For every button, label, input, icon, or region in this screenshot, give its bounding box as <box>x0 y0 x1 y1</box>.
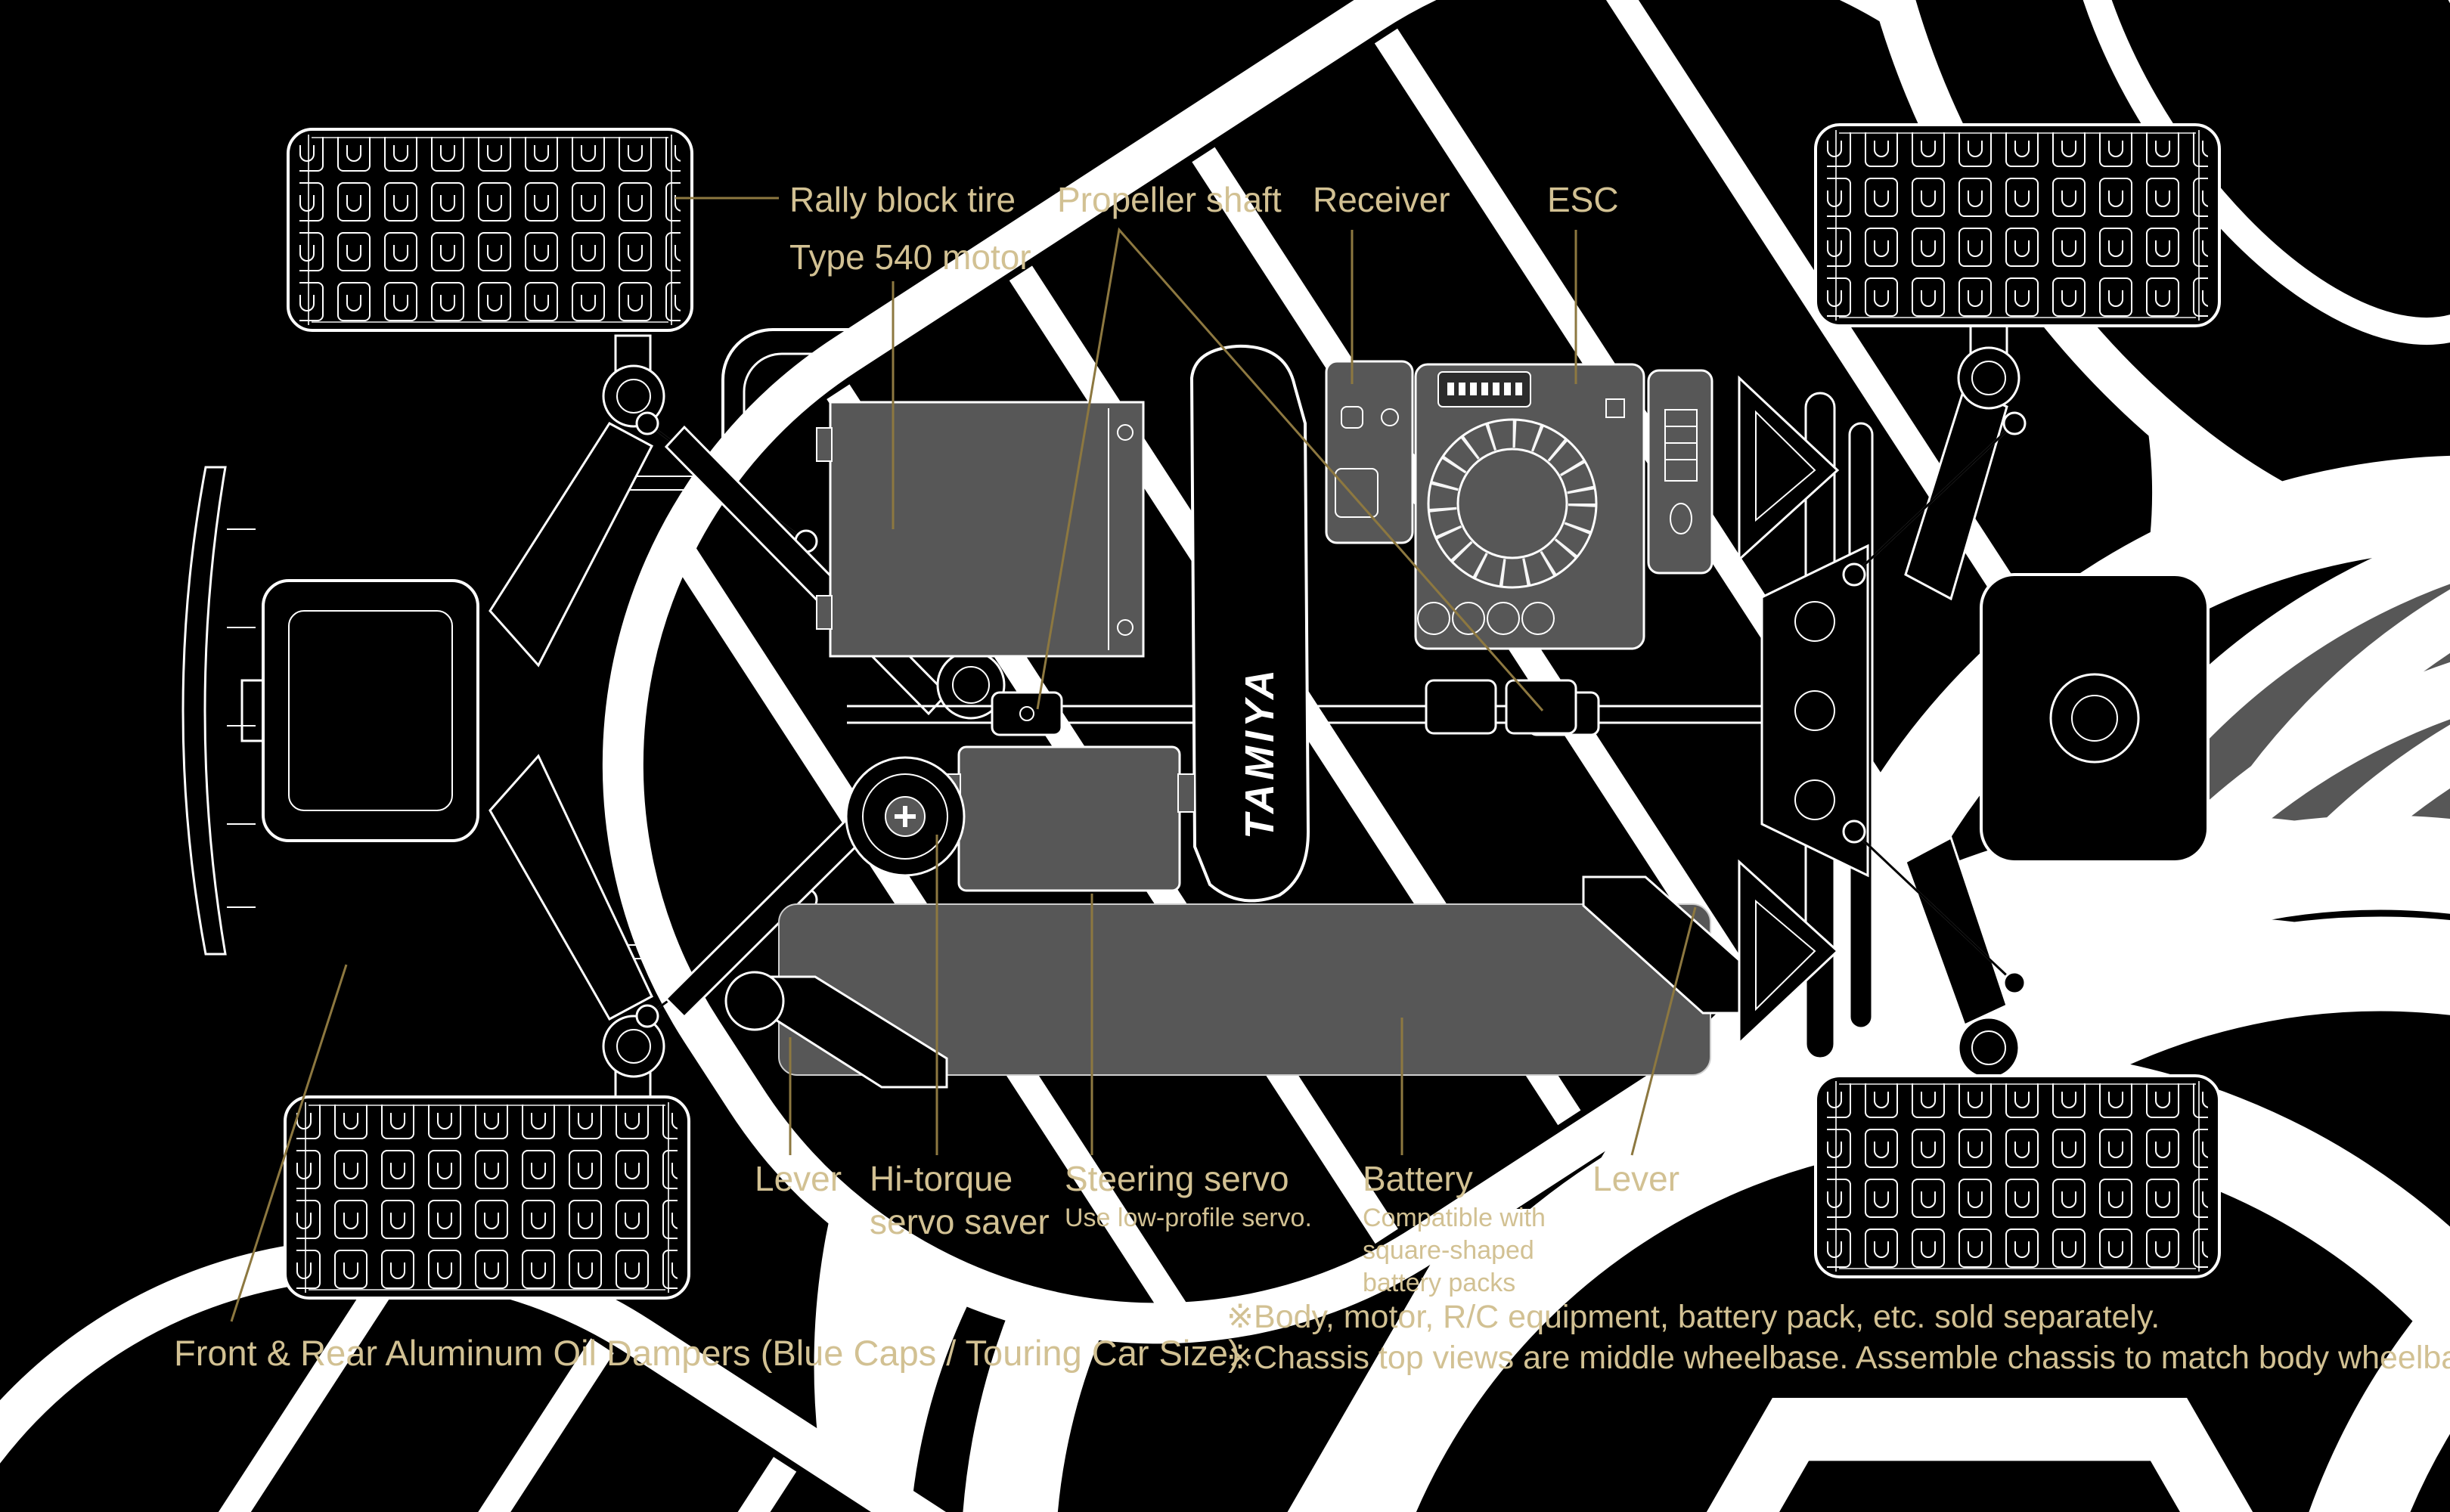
callout-labels: Rally block tire Type 540 motor Propelle… <box>174 180 1679 1373</box>
label-lever-right: Lever <box>1592 1159 1679 1198</box>
label-esc: ESC <box>1547 180 1619 219</box>
rear-gearbox <box>1980 573 2210 863</box>
label-battery-note-line2: square-shaped <box>1363 1236 1534 1265</box>
footnotes: ※Body, motor, R/C equipment, battery pac… <box>1227 1299 2450 1376</box>
label-rally-block-tire: Rally block tire <box>789 180 1016 219</box>
label-dampers: Front & Rear Aluminum Oil Dampers (Blue … <box>174 1333 1240 1373</box>
tire-rear-left <box>284 1095 690 1300</box>
front-left-upright <box>602 334 665 428</box>
leader-propeller-shaft <box>1036 227 1544 711</box>
leader-dampers <box>230 964 348 1322</box>
tire-rear-right <box>1814 1074 2221 1278</box>
leader-lines <box>230 197 1697 1322</box>
label-hi-torque-line1: Hi-torque <box>870 1159 1013 1198</box>
label-battery: Battery <box>1363 1159 1473 1198</box>
steering-bellcrank <box>936 650 1006 720</box>
rear-left-upright <box>602 1015 665 1105</box>
gear-cover: TAMIYA <box>1189 344 2450 1512</box>
front-gear-case <box>262 579 479 842</box>
leader-lever-right <box>1630 906 1697 1156</box>
rear-upper-arm <box>1904 385 2008 601</box>
label-battery-note-line3: battery packs <box>1363 1269 1515 1297</box>
label-battery-note-line1: Compatible with <box>1363 1204 1546 1232</box>
type-540-motor-part <box>816 401 1145 658</box>
esc-part <box>1414 363 2450 1512</box>
tamiya-logo: TAMIYA <box>1237 666 1282 839</box>
label-steering-servo: Steering servo <box>1065 1159 1289 1198</box>
hi-torque-servo-saver-part <box>845 756 966 877</box>
rear-right-upright-top <box>1957 322 2020 410</box>
tire-front-left <box>287 128 693 332</box>
label-steering-servo-note: Use low-profile servo. <box>1065 1204 1312 1232</box>
lever-left-part <box>724 971 2450 1512</box>
note-wheelbase: ※Chassis top views are middle wheelbase.… <box>1227 1340 2450 1376</box>
label-receiver: Receiver <box>1313 180 1450 219</box>
label-propeller-shaft: Propeller shaft <box>1057 180 1282 219</box>
tire-front-right <box>1814 123 2221 327</box>
rear-lower-arm <box>1904 835 2008 1027</box>
note-sold-separately: ※Body, motor, R/C equipment, battery pac… <box>1227 1299 2160 1335</box>
receiver-part <box>1325 360 1414 544</box>
esc-cooling-fan <box>1427 418 2450 1512</box>
rear-suspension-assembly <box>1738 322 2210 1102</box>
front-lower-arm <box>488 754 653 1021</box>
power-switch <box>1647 369 1713 575</box>
front-bumper <box>181 466 227 956</box>
front-upper-arm <box>488 422 654 668</box>
label-hi-torque-line2: servo saver <box>870 1202 1050 1241</box>
label-type-540-motor: Type 540 motor <box>789 237 1031 277</box>
label-lever-left: Lever <box>755 1159 842 1198</box>
